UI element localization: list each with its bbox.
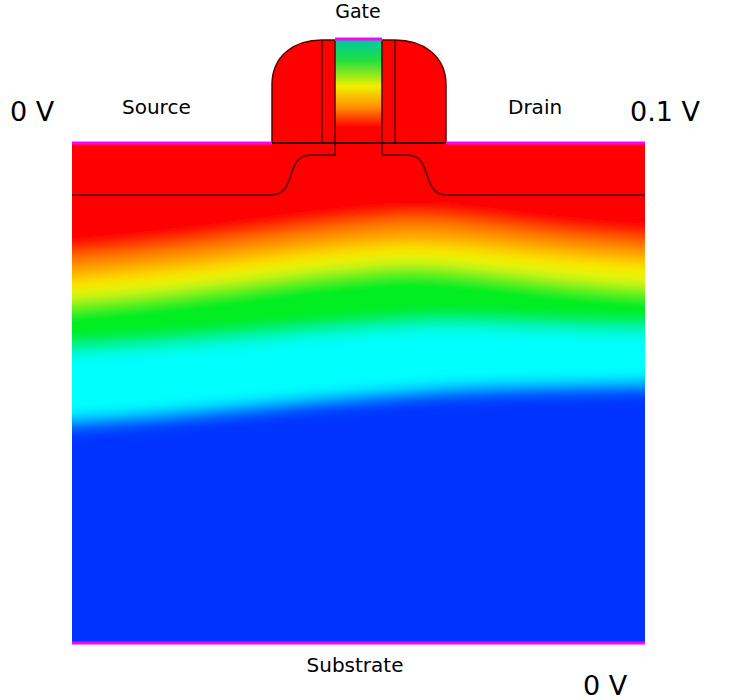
terminal-name: Drain (508, 97, 562, 117)
gate-spacer (272, 40, 446, 143)
voltage-label: 0.1 V (630, 98, 700, 125)
gate-electrode (335, 40, 382, 143)
source-contact (72, 142, 272, 145)
terminal-name: Source (122, 97, 191, 117)
gate-contact (335, 38, 382, 41)
drain-contact (446, 142, 645, 145)
substrate-contact (72, 642, 645, 645)
voltage-label: 0 V (10, 98, 54, 125)
terminal-name: Gate (335, 2, 381, 21)
terminal-name: Substrate (307, 655, 404, 675)
potential-field (72, 143, 645, 643)
drain-junction (382, 143, 645, 195)
voltage-label: 0 V (583, 672, 627, 699)
source-junction (72, 143, 335, 195)
